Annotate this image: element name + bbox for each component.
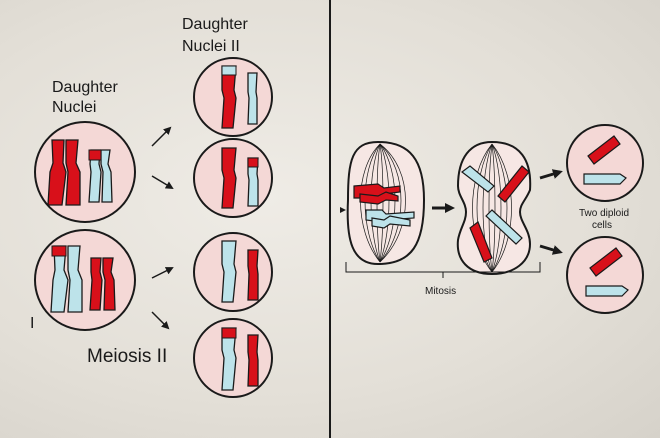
daughter-nucleus-ii-cell-2 [193,138,273,218]
roman-numeral-label: I [30,315,35,332]
chromosome-pair-red-small [89,257,116,311]
daughter-nucleus-ii-cell-3 [193,232,273,312]
mitosis-label: Mitosis [425,286,457,297]
daughter-nucleus-ii-cell-1 [193,57,273,137]
metaphase-cell [346,140,426,266]
daughter-nucleus-cell-1 [34,121,136,223]
separating-chromosomes [461,165,530,263]
arrow-down-1 [151,175,174,190]
daughter-nuclei-ii-label-line2: Nuclei II [182,38,240,55]
diploid-cell-1 [566,124,644,202]
anaphase-cell [456,140,532,276]
arrow-to-diploid-2 [539,244,563,255]
two-diploid-cells-label-line2: cells [592,220,613,231]
meiosis-ii-label: Meiosis II [87,346,168,367]
small-pointer-icon [340,207,346,213]
chromosome-pair-blue-large [50,245,83,313]
arrow-up-1 [151,126,172,147]
daughter-nucleus-ii-cell-4 [193,318,273,398]
aligned-chromosomes [353,183,415,229]
arrow-to-diploid-1 [539,169,563,180]
arrow-down-2 [151,311,170,330]
daughter-nucleus-cell-2 [34,229,136,331]
chromosome-pair-blue-small [88,149,113,203]
daughter-nuclei-ii-label-line1: Daughter [182,16,248,33]
daughter-nuclei-label-line2: Nuclei [52,99,97,116]
two-diploid-cells-label-line1: Two diploid [579,208,630,219]
chromosome-pair-red-large [47,139,81,206]
arrow-up-2 [151,267,174,279]
diploid-cell-2 [566,236,644,314]
daughter-nuclei-label-line1: Daughter [52,79,118,96]
